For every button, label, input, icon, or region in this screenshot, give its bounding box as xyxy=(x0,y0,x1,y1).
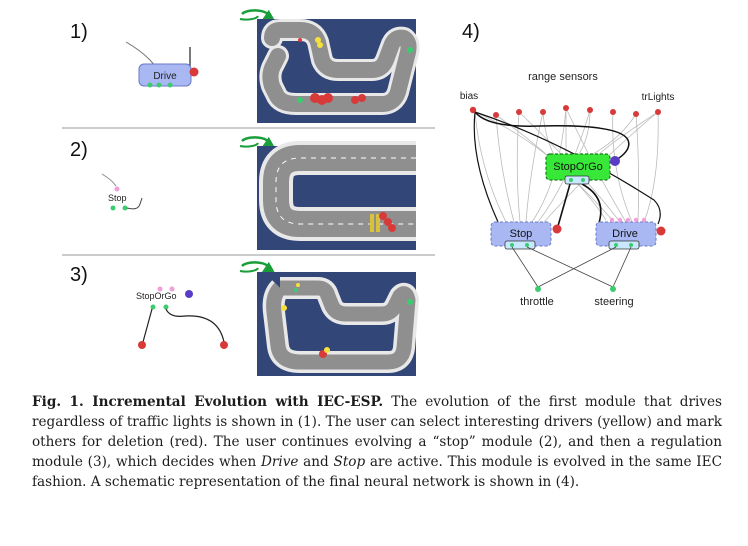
sensor-node xyxy=(587,107,593,113)
panel-4-network: range sensors bias trLights xyxy=(460,71,675,308)
sensor-node xyxy=(493,112,499,118)
bias-node xyxy=(469,106,477,114)
steering-node xyxy=(610,286,616,292)
throttle-node xyxy=(535,286,541,292)
sensor-node xyxy=(540,109,546,115)
input-node xyxy=(156,82,162,88)
output-node xyxy=(122,205,128,211)
rotate-arrow-icon xyxy=(239,136,277,151)
stop-module-label: Stop xyxy=(108,193,127,203)
steering-label: steering xyxy=(594,296,633,308)
throttle-label: throttle xyxy=(520,296,554,308)
input-node xyxy=(641,217,647,223)
stop-module-label: Stop xyxy=(510,228,533,240)
drive-module-label: Drive xyxy=(612,228,638,240)
output-node xyxy=(150,304,156,310)
input-node xyxy=(167,82,173,88)
output-node xyxy=(163,304,169,310)
output-node xyxy=(110,205,116,211)
input-node xyxy=(169,286,175,292)
caption-text: are active. This module is evolved in th… xyxy=(32,454,722,490)
module-output-port xyxy=(608,240,640,250)
input-node xyxy=(157,286,163,292)
module-output-port xyxy=(504,240,536,250)
range-sensors-label: range sensors xyxy=(528,71,598,83)
output-node xyxy=(220,341,228,349)
input-node xyxy=(617,217,623,223)
sensor-node xyxy=(610,109,616,115)
panel-2-network: Stop xyxy=(101,173,143,211)
stoporgo-module xyxy=(545,153,611,181)
module-output-port xyxy=(564,175,590,185)
stoporgo-module-label: StopOrGo xyxy=(136,291,177,301)
output-node xyxy=(656,226,666,236)
panel-3-network: StopOrGo xyxy=(136,286,228,349)
figure-caption: Fig. 1. Incremental Evolution with IEC-E… xyxy=(32,392,722,492)
rotate-arrow-icon xyxy=(239,9,277,24)
caption-label: Fig. 1. Incremental Evolution with IEC-E… xyxy=(32,394,384,410)
output-node xyxy=(138,341,146,349)
input-node xyxy=(147,82,153,88)
track-view-2 xyxy=(257,141,416,250)
caption-text: The evolution of the first module that d… xyxy=(32,394,723,470)
trlights-node xyxy=(655,109,661,115)
bias-node xyxy=(185,290,193,298)
output-node xyxy=(552,224,562,234)
panel-label-1: 1) xyxy=(70,21,88,43)
sensor-node xyxy=(516,109,522,115)
input-node xyxy=(609,217,615,223)
bias-node xyxy=(610,156,620,166)
sensor-node xyxy=(563,105,569,111)
panel-label-2: 2) xyxy=(70,139,88,161)
drive-module-label: Drive xyxy=(153,71,177,82)
input-node xyxy=(625,217,631,223)
rotate-arrow-icon xyxy=(239,261,277,276)
sensor-node xyxy=(633,111,639,117)
trlights-label: trLights xyxy=(642,92,675,103)
track-view-1 xyxy=(257,19,420,123)
panel-1-network: Drive xyxy=(125,41,199,88)
stoporgo-module-label: StopOrGo xyxy=(553,161,603,173)
panel-label-3: 3) xyxy=(70,264,88,286)
caption-drive: Drive xyxy=(260,454,299,470)
input-node xyxy=(114,186,120,192)
caption-stop: Stop xyxy=(333,454,366,470)
bias-label: bias xyxy=(460,91,478,102)
panel-label-4: 4) xyxy=(462,21,480,43)
track-view-3 xyxy=(257,272,419,376)
input-node xyxy=(633,217,639,223)
output-node xyxy=(189,67,199,77)
caption-text: and xyxy=(298,454,334,470)
